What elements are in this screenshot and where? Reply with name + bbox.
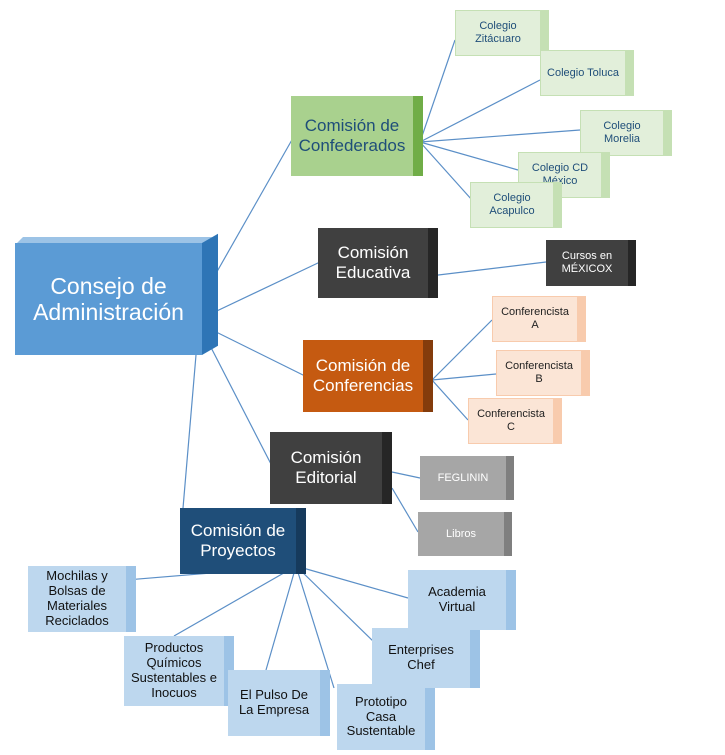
leaf-label: El Pulso De La Empresa [238,687,310,717]
leaf-label: Conferencista C [477,408,545,433]
leaf-colegio-zitacuaro[interactable]: Colegio Zitácuaro [455,10,549,56]
connector-line [391,471,421,479]
connector-line [429,261,547,277]
connector-line [201,324,306,377]
leaf-label: Colegio Zitácuaro [475,20,521,45]
leaf-label: Colegio Acapulco [489,192,535,217]
leaf-label: Colegio Toluca [547,66,619,79]
leaf-label: Academia Virtual [428,584,486,614]
connector-line [173,565,297,637]
branch-editorial[interactable]: Comisión Editorial [270,432,392,504]
connector-line [391,487,419,533]
leaf-enterprises-chef[interactable]: Enterprises Chef [372,628,480,688]
leaf-conferencista-b[interactable]: Conferencista B [496,350,590,396]
connector-line [419,129,581,143]
leaf-label: FEGLININ [437,471,489,484]
leaf-label: Prototipo Casa Sustentable [346,693,416,739]
branch-label: Comisión de Conferencias [312,356,414,395]
connector-line [181,354,197,521]
branch-label: Comisión Educativa [335,243,411,282]
leaf-conferencista-c[interactable]: Conferencista C [468,398,562,444]
leaf-label: Libros [446,527,476,540]
leaf-label: Colegio Morelia [603,120,641,145]
connector-line [419,141,473,201]
leaf-academia-virtual[interactable]: Academia Virtual [408,570,516,630]
connector-line [295,565,377,645]
connector-line [295,565,335,689]
connector-line [419,39,456,143]
leaf-el-pulso[interactable]: El Pulso De La Empresa [228,670,330,736]
leaf-label: Enterprises Chef [388,642,454,672]
root-label: Consejo de Administración [33,272,184,325]
connector-line [201,261,321,319]
root-node-consejo[interactable]: Consejo de Administración [15,233,218,355]
branch-proyectos[interactable]: Comisión de Proyectos [180,508,306,574]
connector-line [295,565,409,599]
leaf-conferencista-a[interactable]: Conferencista A [492,296,586,342]
branch-confederados[interactable]: Comisión de Confederados [291,96,423,176]
leaf-label: Productos Químicos Sustentables e Inocuo… [130,640,217,700]
leaf-label: Cursos en MÉXICOX [561,250,613,275]
connector-line [201,329,273,467]
branch-label: Comisión de Proyectos [190,521,286,560]
branch-educativa[interactable]: Comisión Educativa [318,228,438,298]
leaf-feglinin[interactable]: FEGLININ [420,456,514,500]
connector-line [419,141,519,171]
leaf-label: Conferencista A [501,306,569,331]
leaf-libros[interactable]: Libros [418,512,512,556]
connector-line [431,319,493,381]
branch-label: Comisión Editorial [290,448,362,487]
connector-line [265,565,297,671]
leaf-colegio-acapulco[interactable]: Colegio Acapulco [470,182,562,228]
leaf-productos-quimicos[interactable]: Productos Químicos Sustentables e Inocuo… [124,636,234,706]
leaf-cursos-mexicox[interactable]: Cursos en MÉXICOX [546,240,636,286]
leaf-mochilas[interactable]: Mochilas y Bolsas de Materiales Reciclad… [28,566,136,632]
leaf-label: Mochilas y Bolsas de Materiales Reciclad… [45,568,109,628]
connector-line [419,79,541,143]
leaf-colegio-morelia[interactable]: Colegio Morelia [580,110,672,156]
leaf-label: Conferencista B [505,360,573,385]
branch-conferencias[interactable]: Comisión de Conferencias [303,340,433,412]
connector-line [431,373,497,381]
leaf-colegio-toluca[interactable]: Colegio Toluca [540,50,634,96]
connector-line [431,379,469,421]
branch-label: Comisión de Confederados [298,116,406,155]
leaf-prototipo-casa[interactable]: Prototipo Casa Sustentable [337,684,435,750]
